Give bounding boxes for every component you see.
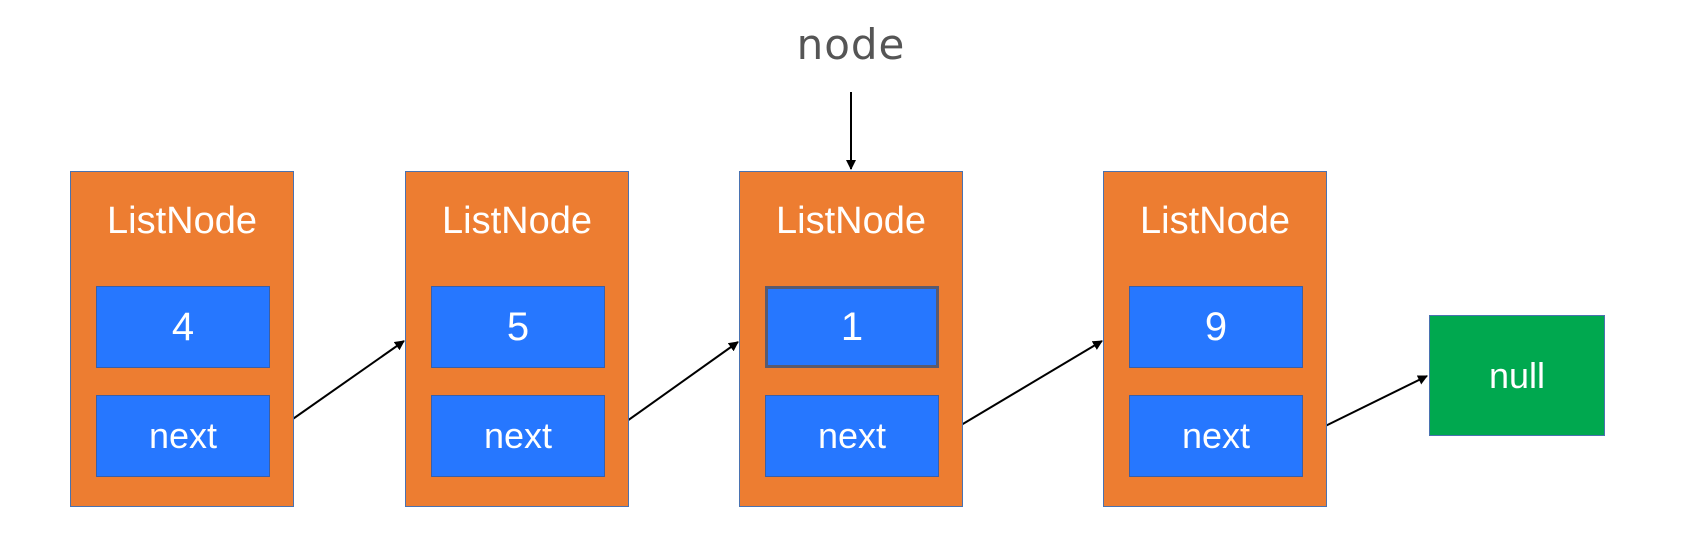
list-node-3: ListNode 1 next — [739, 171, 963, 507]
list-node-2: ListNode 5 next — [405, 171, 629, 507]
null-terminal-node: null — [1429, 315, 1605, 436]
node-value-cell: 5 — [431, 286, 605, 368]
node-next-cell: next — [765, 395, 939, 477]
node-next-cell: next — [96, 395, 270, 477]
list-node-title: ListNode — [107, 200, 257, 242]
node-next-cell: next — [1129, 395, 1303, 477]
list-node-title: ListNode — [1140, 200, 1290, 242]
node-value-cell: 4 — [96, 286, 270, 368]
node-value-cell: 9 — [1129, 286, 1303, 368]
list-node-title: ListNode — [442, 200, 592, 242]
next-arrow-3 — [940, 340, 1103, 438]
node-pointer-label: node — [796, 20, 906, 69]
list-node-4: ListNode 9 next — [1103, 171, 1327, 507]
list-node-1: ListNode 4 next — [70, 171, 294, 507]
node-next-cell: next — [431, 395, 605, 477]
list-node-title: ListNode — [776, 200, 926, 242]
node-value-cell: 1 — [765, 286, 939, 368]
